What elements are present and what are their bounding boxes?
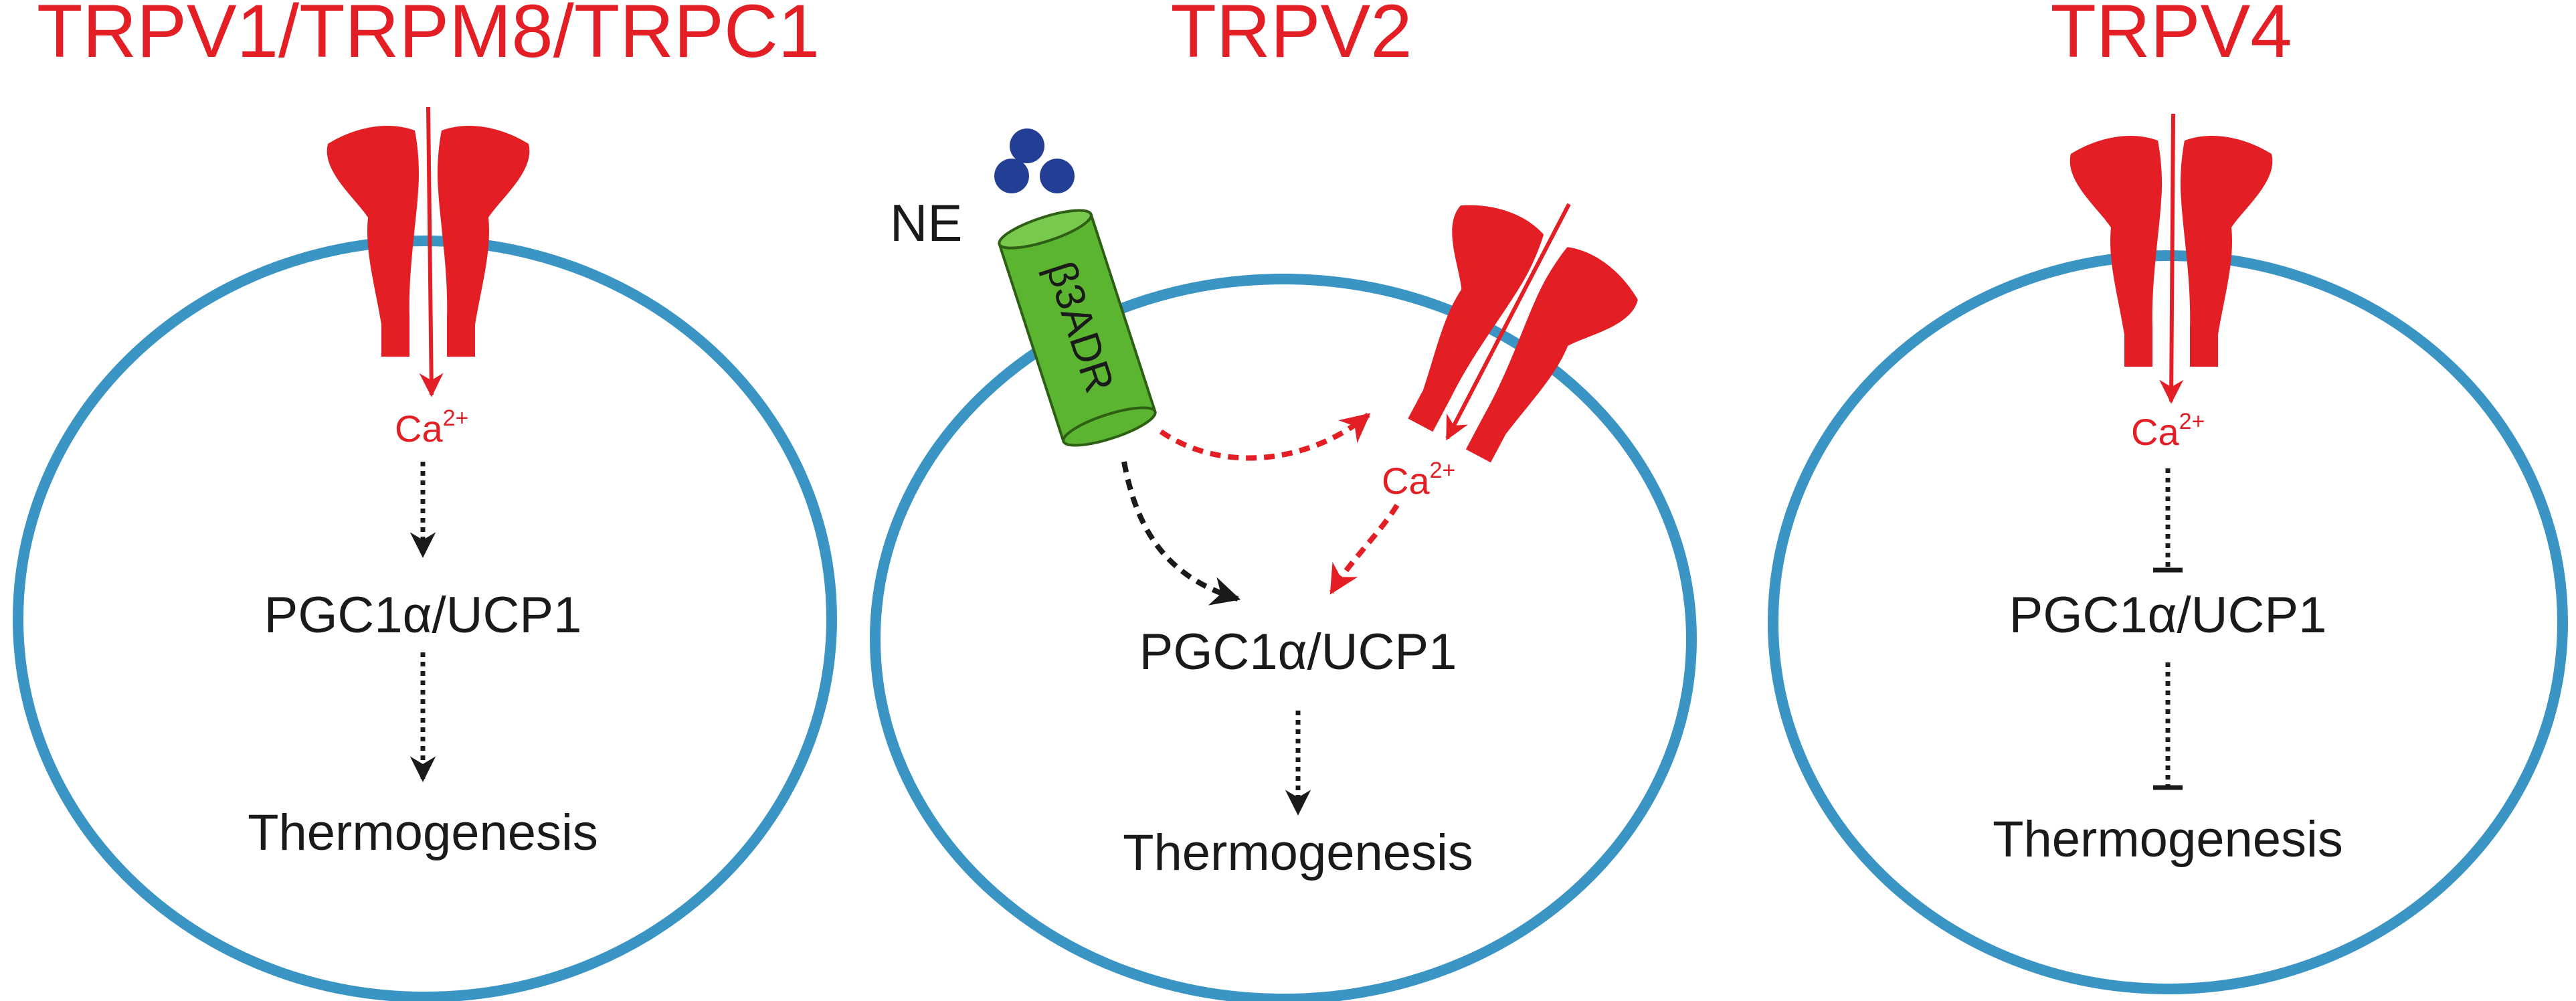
panel-title: TRPV2 [1171,0,1412,73]
beta3-adrenergic-receptor-icon: β3ADR [998,209,1157,447]
cell-membrane [13,236,837,1001]
ligand-label: NE [890,193,962,252]
calcium-label: Ca2+ [1382,458,1455,502]
calcium-label: Ca2+ [2131,409,2205,453]
outcome-label: Thermogenesis [1123,824,1473,881]
panel-title: TRPV4 [2051,0,2292,73]
calcium-influx-arrow [419,106,444,397]
calcium-influx-arrow [2159,113,2184,404]
effector-label: PGC1α/UCP1 [264,587,582,644]
receptor-to-channel-arrow [1159,412,1371,461]
calcium-label: Ca2+ [395,405,468,450]
effector-label: PGC1α/UCP1 [1139,624,1457,680]
outcome-label: Thermogenesis [248,804,598,861]
panel-trpv1-trpm8-trpc1: TRPV1/TRPM8/TRPC1 Ca2+ PGC1α/UCP1 Thermo… [13,0,837,1001]
effector-label: PGC1α/UCP1 [2009,587,2327,644]
norepinephrine-molecule-icon [994,128,1075,193]
cell-membrane [870,274,1697,1001]
calcium-influx-arrow [1445,203,1571,441]
panel-title: TRPV1/TRPM8/TRPC1 [37,0,820,73]
calcium-to-effector-arrow [1329,503,1400,595]
outcome-label: Thermogenesis [1993,811,2343,868]
panel-trpv2: TRPV2 NE β3ADR Ca2+ PGC1α/U [870,0,1697,1001]
panel-trpv4: TRPV4 Ca2+ PGC1α/UCP1 Thermogenesis [1768,0,2568,994]
receptor-to-effector-arrow [1121,461,1241,606]
cell-membrane [1768,250,2568,994]
